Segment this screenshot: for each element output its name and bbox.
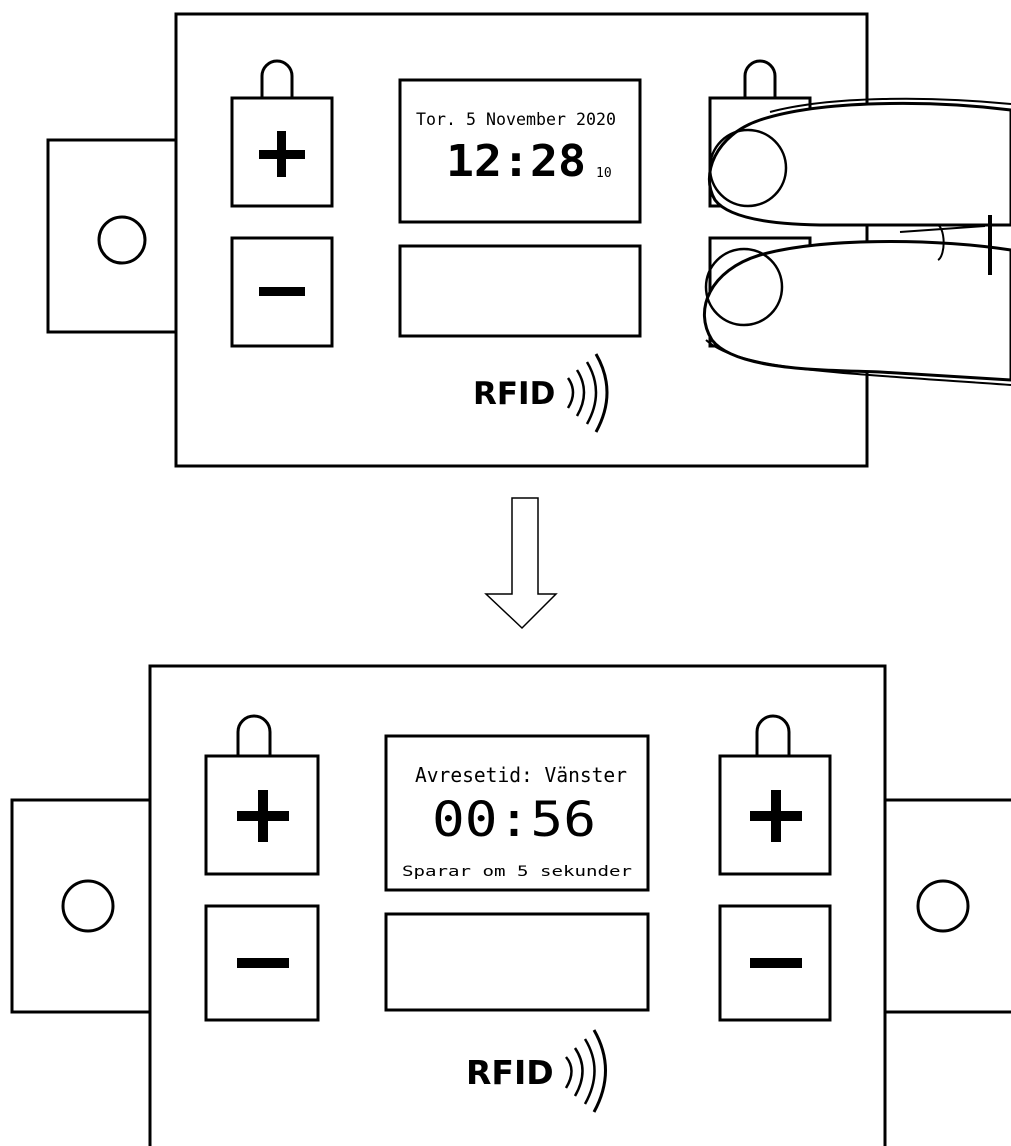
card-slot xyxy=(384,912,650,1012)
mount-hole-left xyxy=(61,879,115,933)
led-left xyxy=(260,59,294,98)
lcd-screen xyxy=(384,734,650,892)
minus-icon xyxy=(237,958,289,968)
minus-icon xyxy=(259,287,305,296)
led-left xyxy=(236,714,272,756)
card-slot xyxy=(398,244,642,338)
rfid-label: RFID xyxy=(473,376,555,412)
lcd-title: Avresetid: Vänster xyxy=(415,763,627,787)
plus-icon-vertical xyxy=(771,790,781,842)
led-right xyxy=(743,59,777,98)
device-before xyxy=(46,12,869,468)
two-finger-press-icon xyxy=(702,97,1011,386)
mount-hole-left xyxy=(97,215,147,265)
lcd-screen xyxy=(398,78,642,224)
minus-icon xyxy=(750,958,802,968)
mount-tab-right xyxy=(878,798,1011,1014)
rfid-label: RFID xyxy=(466,1053,554,1092)
mount-tab-left xyxy=(46,138,180,334)
lcd-date: Tor. 5 November 2020 xyxy=(416,110,616,130)
down-arrow-icon xyxy=(484,497,558,630)
lcd-status: Sparar om 5 sekunder xyxy=(402,864,632,880)
lcd-time: 12:28 xyxy=(446,136,586,187)
mount-tab-left xyxy=(10,798,156,1014)
rfid-waves-icon xyxy=(564,1029,607,1113)
rfid-waves-icon xyxy=(566,353,609,433)
device-after xyxy=(10,664,1011,1146)
lcd-seconds: 10 xyxy=(596,166,612,181)
plus-icon-vertical xyxy=(258,790,268,842)
led-right xyxy=(755,714,791,756)
lcd-time: 00:56 xyxy=(432,792,596,848)
mount-hole-right xyxy=(916,879,970,933)
plus-icon-vertical xyxy=(277,131,286,177)
